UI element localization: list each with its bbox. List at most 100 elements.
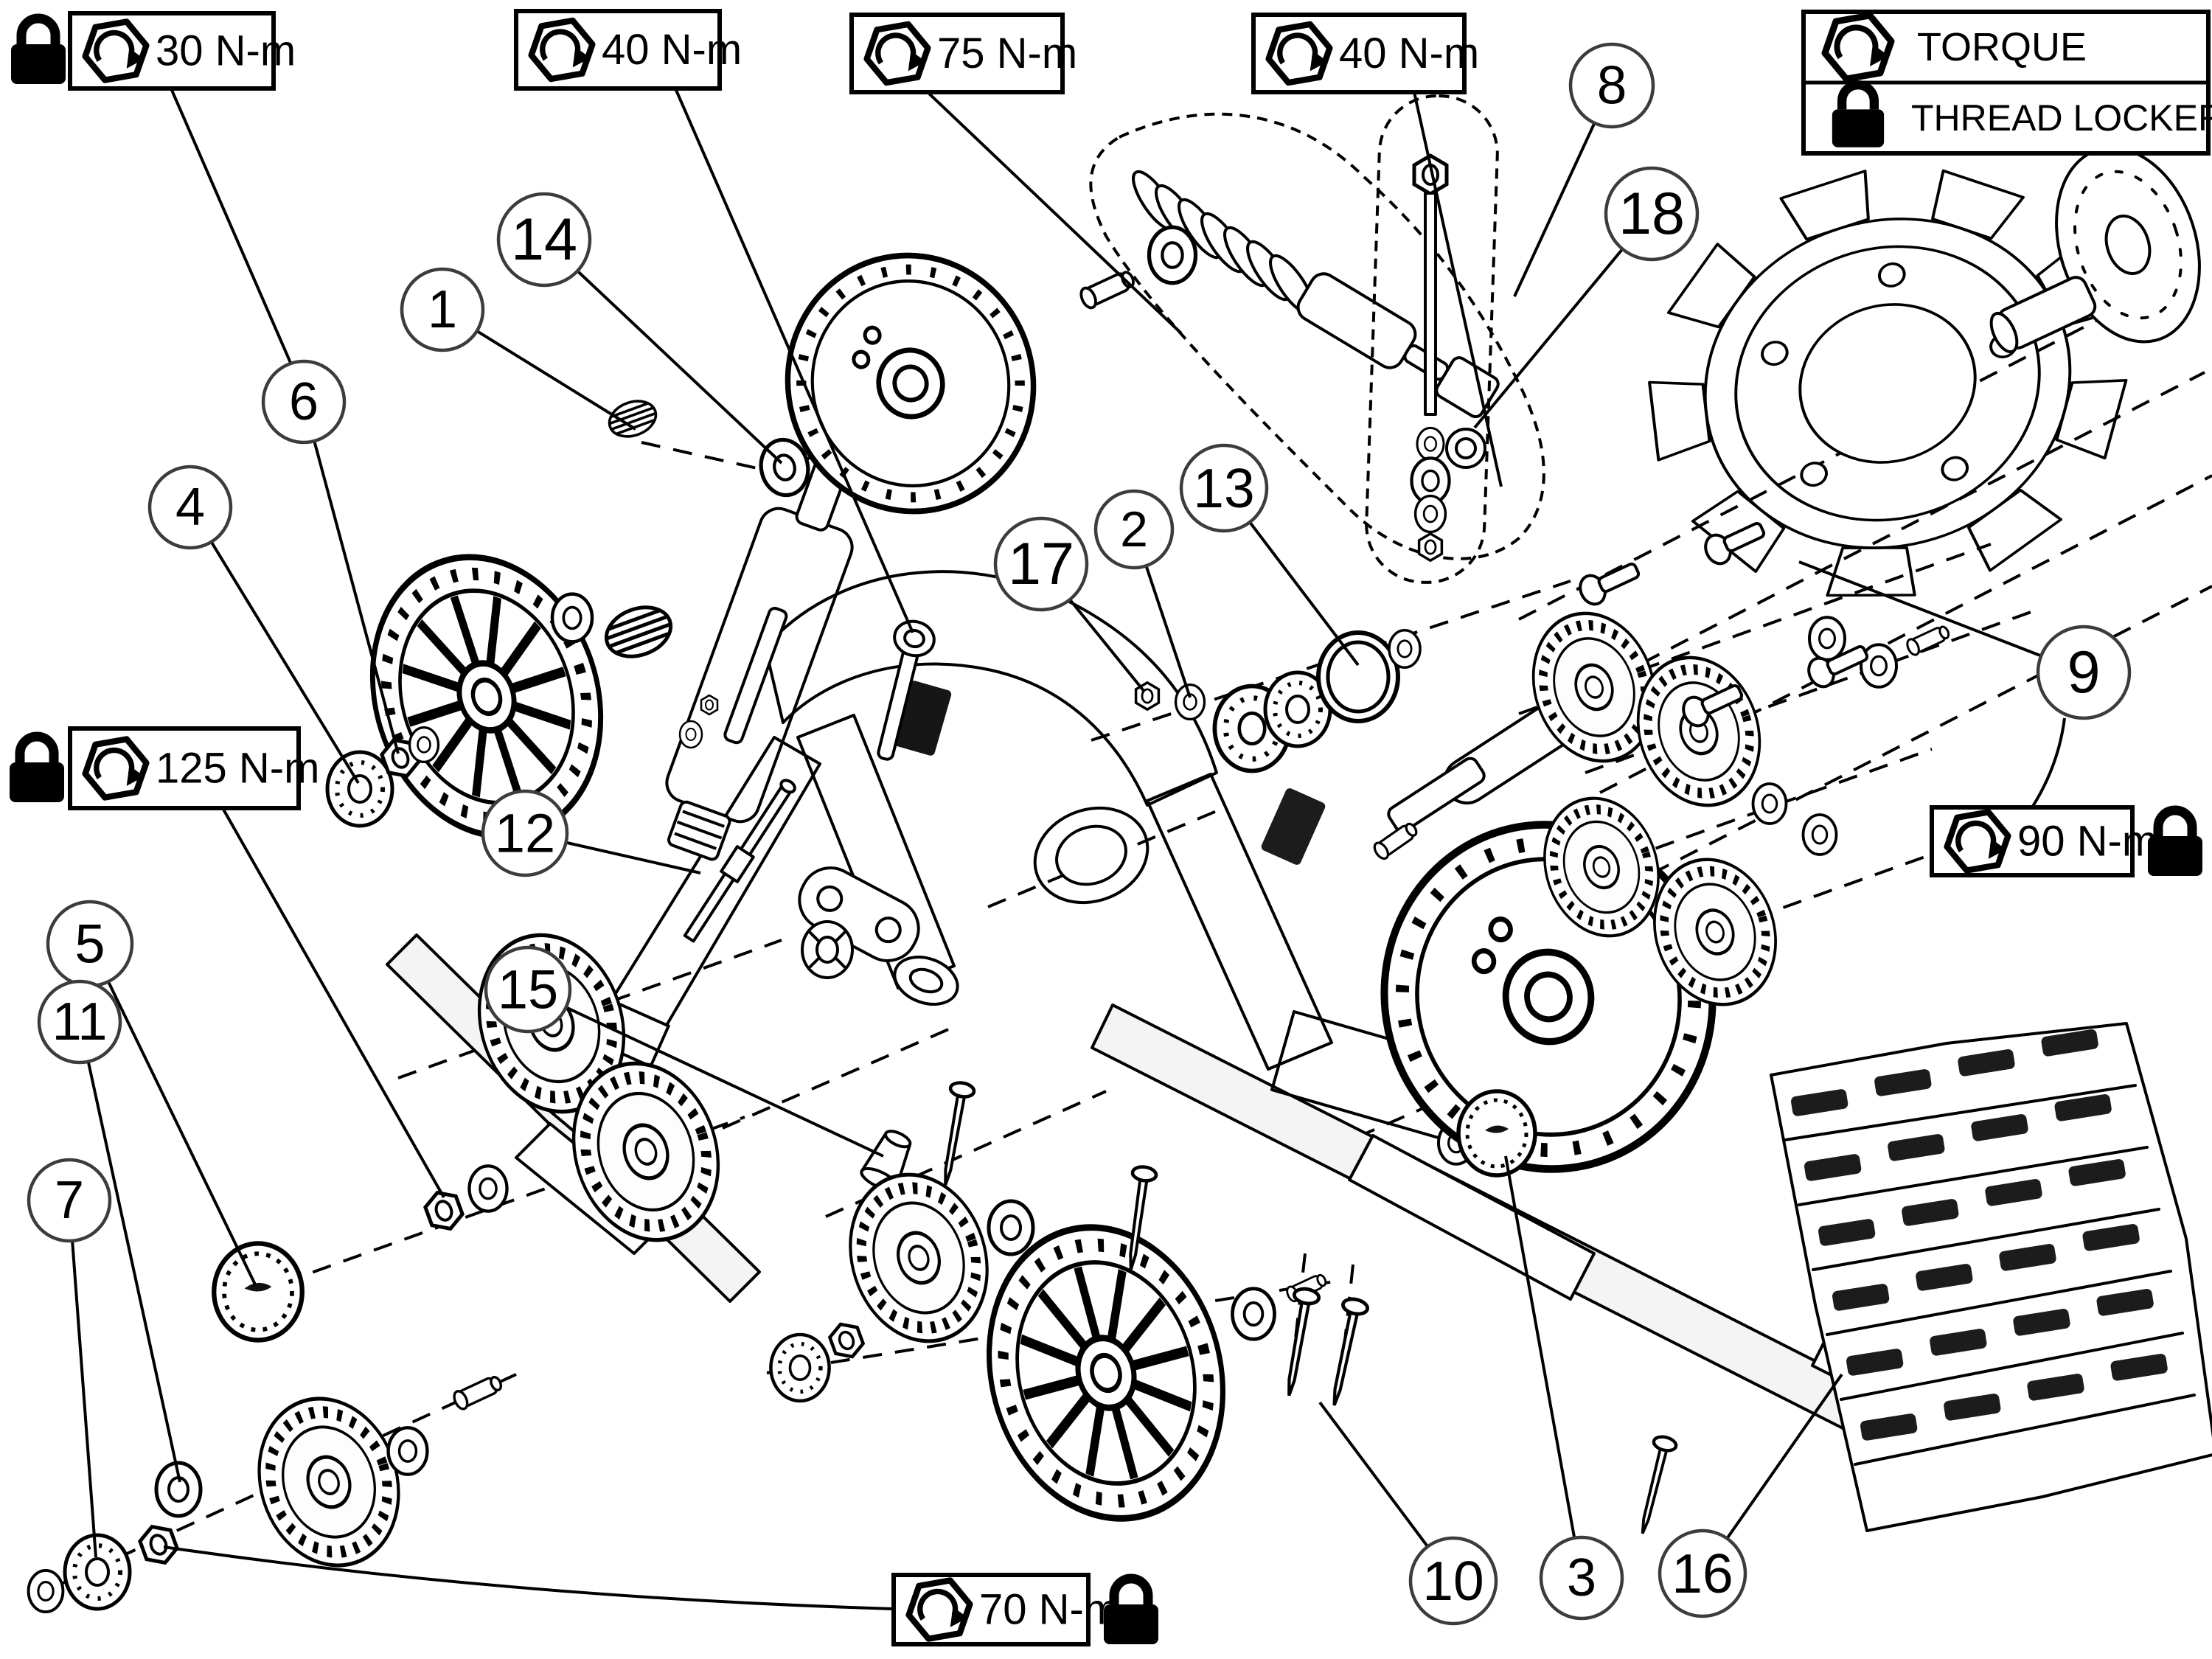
callout-1-circle xyxy=(400,267,485,352)
t70-text: 70 N-m xyxy=(979,1586,1119,1634)
axle-bolt xyxy=(136,1521,180,1568)
callout-11-circle xyxy=(37,979,122,1065)
shock-absorber-assembly xyxy=(1089,112,1545,560)
callout-2-leader xyxy=(1144,565,1192,698)
callout-16-number: 16 xyxy=(1672,1543,1733,1604)
torque-label-90-N-m: 90 N-m xyxy=(1930,805,2202,876)
torque-label-30-N-m: 30 N-m xyxy=(11,11,296,91)
legend-thread-locker-label: THREAD LOCKER xyxy=(1911,97,2212,139)
wheel-flange xyxy=(771,1335,829,1401)
thread-locker-padlock-icon xyxy=(11,18,66,84)
washer xyxy=(408,726,440,764)
t90-text: 90 N-m xyxy=(2017,818,2157,866)
spindle-cap xyxy=(603,393,662,445)
callout-6-circle xyxy=(261,359,347,445)
callout-2-circle xyxy=(1093,489,1175,570)
t70-leader xyxy=(163,1545,894,1610)
callout-11-number: 11 xyxy=(52,992,108,1051)
callout-4-circle xyxy=(147,465,233,550)
callout-8-leader xyxy=(1513,122,1596,297)
link-plate xyxy=(798,866,920,962)
axle-stud xyxy=(450,1371,506,1413)
callout-15-leader xyxy=(565,1006,884,1158)
warning-sticker xyxy=(1261,788,1326,865)
callout-10-leader xyxy=(1318,1401,1429,1548)
track-screw xyxy=(1632,1435,1677,1537)
callout-7-number: 7 xyxy=(55,1171,84,1230)
callout-16-leader xyxy=(1725,1373,1843,1540)
callout-17-circle xyxy=(993,516,1089,612)
torque-label-40-N-m: 40 N-m xyxy=(1251,13,1479,94)
washer xyxy=(389,1427,428,1474)
t125-text: 125 N-m xyxy=(156,745,319,793)
torque-label-70-N-m: 70 N-m xyxy=(891,1573,1158,1644)
callout-11-leader xyxy=(86,1061,181,1483)
small-nut xyxy=(700,694,719,716)
callout-14-number: 14 xyxy=(511,206,577,273)
torque-label-75-N-m: 75 N-m xyxy=(849,13,1077,94)
callout-13-circle xyxy=(1179,443,1269,533)
cap-washer xyxy=(1809,617,1845,660)
seal-ring xyxy=(1318,633,1398,721)
callout-9-number: 9 xyxy=(2067,639,2100,706)
adjuster-shaft xyxy=(1387,757,1486,833)
t40a-text: 40 N-m xyxy=(602,26,742,74)
threaded-adjuster xyxy=(599,599,678,665)
callout-6-number: 6 xyxy=(289,372,319,431)
leader-lines xyxy=(71,88,2066,1610)
washer xyxy=(989,1201,1033,1254)
illustration xyxy=(27,94,2212,1614)
hub-bolt xyxy=(422,1187,465,1234)
wheel-flange xyxy=(327,752,392,826)
callout-18-number: 18 xyxy=(1618,181,1685,247)
thread-locker-padlock-icon xyxy=(1104,1579,1158,1644)
wheel-flange xyxy=(65,1535,130,1609)
arm-mount-bolt xyxy=(877,619,936,761)
washer xyxy=(1751,782,1788,825)
flanged-bushing xyxy=(1174,683,1206,721)
slotted-washer xyxy=(801,920,854,979)
pivot-bolt xyxy=(683,779,796,943)
callout-17-leader xyxy=(1068,598,1146,693)
drive-hub-flange xyxy=(2055,146,2201,344)
sprocket-bolt xyxy=(1700,513,1770,569)
small-washer xyxy=(678,720,703,749)
hub-cap xyxy=(214,1243,302,1340)
callout-4-number: 4 xyxy=(175,478,205,537)
track-screw xyxy=(1322,1297,1368,1408)
washer xyxy=(1233,1289,1275,1339)
thread-locker-padlock-icon xyxy=(10,737,64,802)
callout-18-circle xyxy=(1604,166,1700,262)
callout-14-leader xyxy=(576,270,783,465)
bogie-wheel xyxy=(238,1380,420,1584)
drive-shaft xyxy=(1989,276,2097,354)
callout-15-circle xyxy=(484,945,572,1034)
callout-10-number: 10 xyxy=(1422,1550,1484,1612)
t40a-leader xyxy=(674,88,914,633)
callout-5-number: 5 xyxy=(74,914,105,975)
callout-15-number: 15 xyxy=(498,959,558,1020)
callout-13-leader xyxy=(1248,521,1360,667)
spindle-assembly xyxy=(599,393,936,1192)
axle-bolt xyxy=(827,1319,866,1362)
legend-box: TORQUE THREAD LOCKER xyxy=(1801,10,2212,156)
thread-locker-padlock-icon xyxy=(2148,810,2202,876)
callout-8-number: 8 xyxy=(1597,56,1627,116)
callout-3-number: 3 xyxy=(1567,1548,1596,1607)
callout-3-leader xyxy=(1504,1155,1576,1539)
callout-7-leader xyxy=(71,1240,97,1558)
callout-5-leader xyxy=(107,981,257,1285)
callout-9-circle xyxy=(2036,625,2132,720)
washer xyxy=(1150,227,1196,283)
callout-4-leader xyxy=(209,540,360,785)
mount-stud xyxy=(1077,266,1138,312)
capsule-dashed-outline xyxy=(1365,94,1499,584)
torque-labels: 30 N-m 40 N-m 75 N-m 40 N-m 125 N-m 90 N-m 70 … xyxy=(10,9,2202,1644)
callout-13-number: 13 xyxy=(1193,457,1254,519)
axle-stud xyxy=(1904,622,1952,658)
callout-3-circle xyxy=(1539,1535,1624,1621)
shock-dashed-outline xyxy=(1089,112,1545,560)
callout-6-leader xyxy=(313,440,400,754)
t30-leader xyxy=(170,88,292,364)
torque-label-125-N-m: 125 N-m xyxy=(10,726,319,810)
